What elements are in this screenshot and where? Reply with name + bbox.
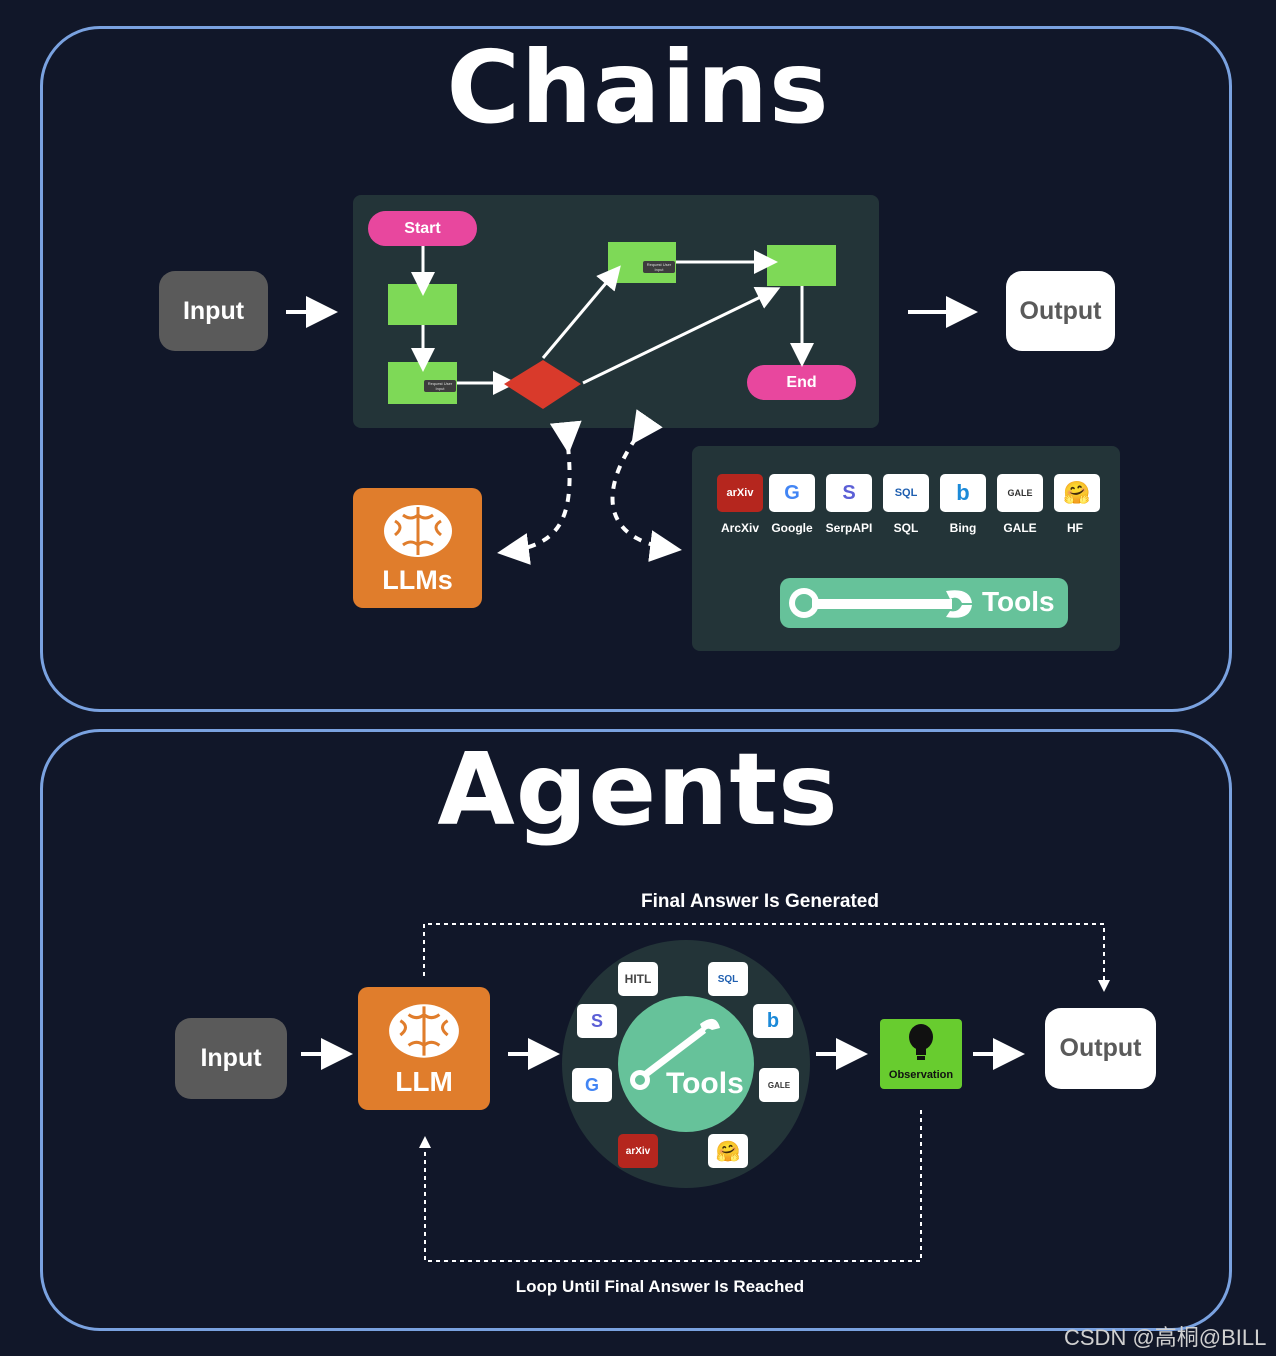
serpapi-logo-icon: S [826,474,872,512]
flow-step-4 [767,245,836,286]
tool-label-gale: GALE [1003,521,1037,535]
google-logo-icon: G [572,1068,612,1102]
sql-logo-icon: SQL [708,962,748,996]
final-answer-caption: Final Answer Is Generated [641,891,879,912]
chains-panel [40,26,1232,712]
llms-label: LLMs [382,564,453,595]
bing-logo-icon: b [940,474,986,512]
tool-label-bing: Bing [949,521,977,535]
flow-end-node: End [747,365,856,400]
request-user-input-tag: Request User Input [424,380,456,392]
brain-icon [383,504,452,557]
flow-step-1 [388,284,457,325]
loop-caption: Loop Until Final Answer Is Reached [515,1277,805,1296]
lightbulb-icon [909,1024,933,1060]
agents-tools-label: Tools [666,1067,744,1100]
request-user-input-tag: Request User Input [643,261,675,273]
tool-label-sql: SQL [893,521,919,535]
observation-label: Observation [888,1069,954,1081]
arxiv-logo-icon: arXiv [717,474,763,512]
huggingface-logo-icon: 🤗 [1054,474,1100,512]
google-logo-icon: G [769,474,815,512]
llm-label: LLM [395,1065,453,1097]
bing-logo-icon: b [753,1004,793,1038]
gale-logo-icon: GALE [997,474,1043,512]
gale-logo-icon: GALE [759,1068,799,1102]
agents-panel [40,729,1232,1331]
watermark: CSDN @高桐@BILL [1064,1325,1267,1350]
chains-llms-box: LLMs [353,488,482,608]
agents-input-box: Input [175,1018,287,1099]
chains-input-box: Input [159,271,268,351]
observation-box: Observation [880,1019,962,1089]
tool-label-google: Google [771,521,813,535]
huggingface-logo-icon: 🤗 [708,1134,748,1168]
chains-tools-bar: Tools [780,578,1068,628]
chains-tools-label: Tools [982,586,1055,617]
agents-llm-box: LLM [358,987,490,1110]
agents-title: Agents [437,731,839,848]
hitl-icon: HITL [618,962,658,996]
agents-output-box: Output [1045,1008,1156,1089]
tool-label-serpapi: SerpAPI [825,521,873,535]
tool-label-arcxiv: ArcXiv [720,521,760,535]
serpapi-logo-icon: S [577,1004,617,1038]
tool-label-hf: HF [1067,521,1083,535]
brain-icon [389,1003,459,1058]
wrench-icon [789,588,972,618]
arxiv-logo-icon: arXiv [618,1134,658,1168]
chains-title: Chains [446,29,830,146]
flow-start-node: Start [368,211,477,246]
chains-output-box: Output [1006,271,1115,351]
sql-logo-icon: SQL [883,474,929,512]
